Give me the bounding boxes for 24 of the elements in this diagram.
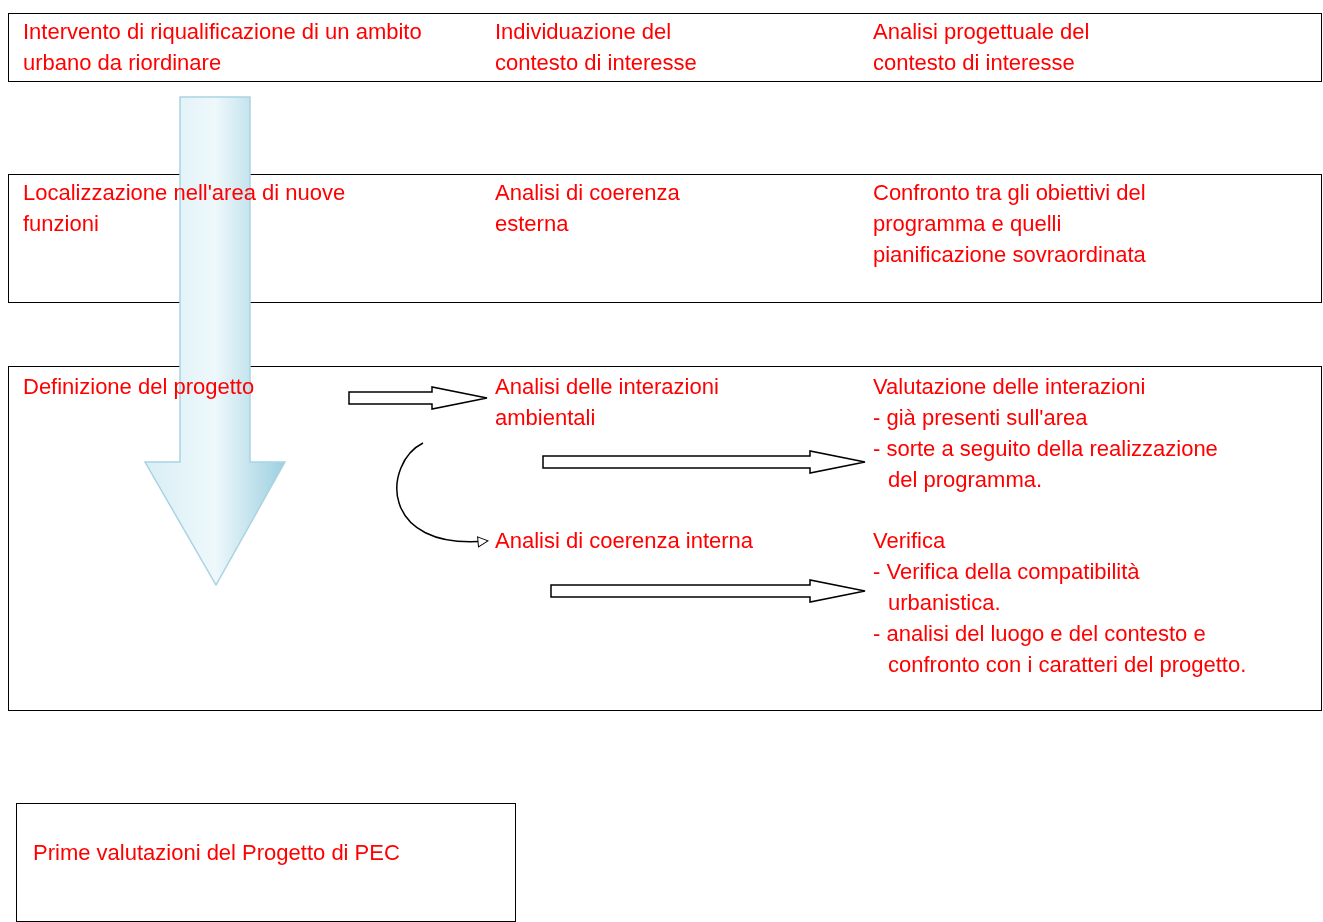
process-box (16, 803, 516, 922)
step-text: Analisi delle interazioni ambientali (495, 371, 775, 433)
bullet-item: - analisi del luogo e del contesto e confronto con i caratteri del progetto. (873, 620, 1248, 679)
row-frame (8, 366, 1322, 711)
step-text: Analisi progettuale del contesto di interesse (873, 16, 1173, 78)
row-frame (8, 13, 1322, 82)
arrow (396, 442, 489, 547)
step-text: Intervento di riqualificazione di un ambito urbano da riordinare (23, 16, 443, 78)
box-title: Prime valutazioni del Progetto di PEC (33, 839, 400, 867)
step-text: Individuazione del contesto di interesse (495, 16, 757, 78)
step-text: Localizzazione nell'area di nuove funzioni (23, 177, 423, 239)
step-heading: Valutazione delle interazioni (873, 373, 1147, 401)
arrow (550, 579, 866, 603)
step-text: Confronto tra gli obiettivi del programma e quelli pianificazione sovraordinata (873, 177, 1173, 270)
arrow (542, 450, 866, 474)
bullet-item: - sorte a seguito della realizzazione del programma. (873, 435, 1219, 494)
step-text: Definizione del progetto (23, 371, 313, 402)
step-text: Analisi di coerenza interna (495, 525, 820, 556)
step-text: Analisi di coerenza esterna (495, 177, 735, 239)
bullet-item: - Verifica della compatibilità urbanistica. (873, 558, 1141, 617)
step-heading: Verifica (873, 527, 947, 555)
row-frame (8, 174, 1322, 303)
arrow (348, 386, 488, 410)
bullet-item: - già presenti sull'area (873, 404, 1089, 432)
